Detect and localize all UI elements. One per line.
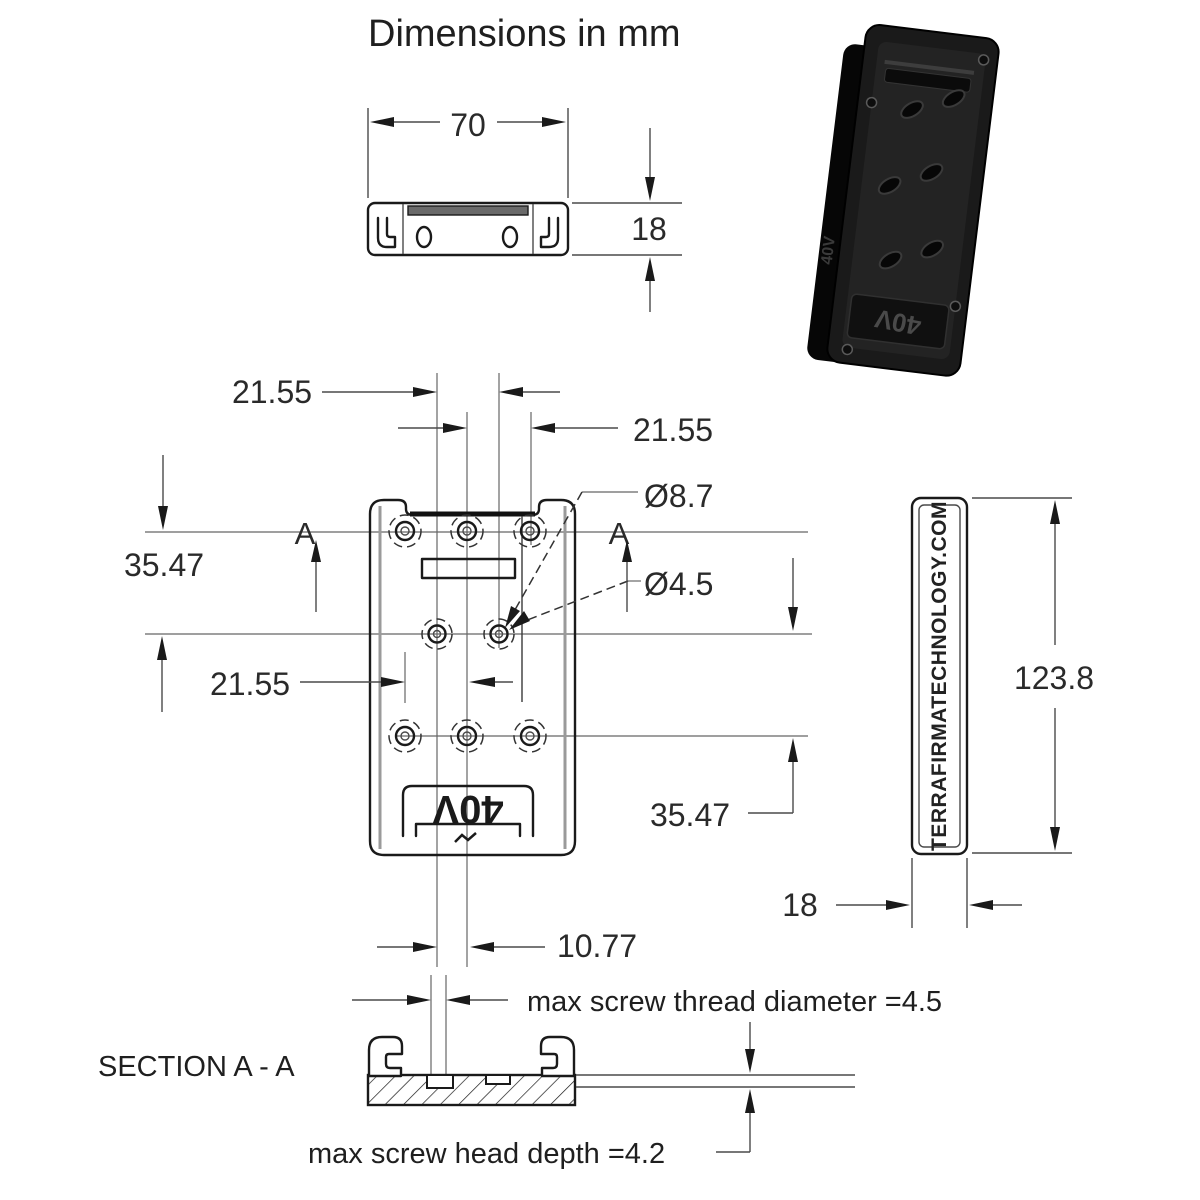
front-view-embossed-40v: 40V xyxy=(432,787,503,831)
photo-side-embossed-40v: 40V xyxy=(819,235,839,266)
dim-label: 123.8 xyxy=(1014,660,1094,696)
top-view-rail-band xyxy=(407,205,529,216)
photo-hole xyxy=(920,239,945,259)
section-notch-screwhead xyxy=(426,1074,454,1089)
section-view: SECTION A - A xyxy=(98,975,855,1107)
top-view-slot-hole-left xyxy=(415,225,433,249)
section-plate xyxy=(366,1073,577,1107)
front-hole-mid-right xyxy=(483,618,515,650)
dim-label: 21.55 xyxy=(633,412,713,448)
front-hole-top-right xyxy=(513,514,547,548)
dimension-dia-4-5: Ø4.5 xyxy=(509,566,713,630)
dim-18-top-label: 18 xyxy=(631,211,667,247)
dimension-18-top: 18 xyxy=(572,128,682,312)
dimension-21-55-top-left: 21.55 xyxy=(232,374,560,410)
drawing-title: Dimensions in mm xyxy=(368,13,681,55)
dimension-dia-8-7: Ø8.7 xyxy=(505,478,713,628)
dim-label: 35.47 xyxy=(124,547,204,583)
dim-70-label: 70 xyxy=(450,107,486,143)
section-right-hook xyxy=(539,1035,576,1078)
product-photo: 40V 40V xyxy=(807,24,1000,377)
photo-hole xyxy=(878,250,903,270)
photo-top-rail-groove xyxy=(884,67,972,93)
side-view-inner xyxy=(918,504,961,848)
front-hole-top-middle xyxy=(450,514,484,548)
dim-label: 35.47 xyxy=(650,797,730,833)
photo-face-panel xyxy=(842,41,986,360)
section-notch-small xyxy=(485,1074,511,1085)
photo-hole xyxy=(900,100,924,119)
dimension-thread: max screw thread diameter =4.5 xyxy=(352,986,942,1073)
note-thread-diameter: max screw thread diameter =4.5 xyxy=(527,986,942,1018)
photo-top-rail-highlight xyxy=(884,59,975,75)
photo-corner-hole xyxy=(949,300,962,313)
top-view-right-hook xyxy=(539,216,560,249)
side-view: TERRAFIRMATECHNOLOGY.COM xyxy=(910,496,969,856)
front-view-recess-outline xyxy=(401,784,535,838)
dimension-21-55-mid-left: 21.55 xyxy=(210,666,513,702)
side-view-body xyxy=(910,496,969,856)
front-view-body xyxy=(368,498,577,857)
side-view-embossed-url: TERRAFIRMATECHNOLOGY.COM xyxy=(928,501,951,851)
dim-label: 10.77 xyxy=(557,928,637,964)
logo-mark xyxy=(454,832,477,843)
dimension-21-55-top-right: 21.55 xyxy=(398,412,713,448)
dimension-35-47-left: 35.47 xyxy=(124,455,204,712)
photo-corner-hole xyxy=(841,343,854,356)
reference-lines xyxy=(145,373,812,967)
front-hole-top-left xyxy=(388,514,422,548)
dim-label: 21.55 xyxy=(232,374,312,410)
section-left-hook xyxy=(367,1035,404,1078)
photo-bottom-rail xyxy=(846,293,950,350)
section-marker-a-left: A xyxy=(295,516,316,551)
photo-corner-hole xyxy=(977,54,990,66)
front-hole-bottom-middle xyxy=(450,719,484,753)
front-hole-bottom-right xyxy=(513,719,547,753)
photo-hole xyxy=(941,89,966,108)
dimension-18-side: 18 xyxy=(782,858,1022,928)
section-marker-a-right: A xyxy=(609,516,630,551)
section-cut-markers: A A xyxy=(295,516,632,612)
photo-corner-hole xyxy=(865,96,878,109)
top-view-left-hook xyxy=(376,216,397,249)
dimension-70: 70 xyxy=(367,107,569,198)
top-view-slot-hole-right xyxy=(501,225,519,249)
front-hole-bottom-left xyxy=(388,719,422,753)
front-view: 40V xyxy=(368,498,577,857)
dia-4-5-label: Ø4.5 xyxy=(644,566,713,602)
front-view-slot xyxy=(420,557,517,580)
front-view-recess-step xyxy=(414,822,522,838)
dimension-10-77: 10.77 xyxy=(377,928,637,964)
section-label: SECTION A - A xyxy=(98,1051,295,1083)
top-view xyxy=(366,201,570,257)
dimension-head-depth: max screw head depth =4.2 xyxy=(308,1089,755,1170)
front-hole-mid-left xyxy=(421,618,453,650)
dimension-35-47-right: 35.47 xyxy=(650,558,798,833)
dimension-123-8: 123.8 xyxy=(972,497,1094,854)
dim-label: 18 xyxy=(782,887,818,923)
dim-label: 21.55 xyxy=(210,666,290,702)
dia-8-7-label: Ø8.7 xyxy=(644,478,713,514)
note-head-depth: max screw head depth =4.2 xyxy=(308,1138,665,1170)
photo-hole xyxy=(919,163,944,182)
photo-hole xyxy=(877,176,902,195)
